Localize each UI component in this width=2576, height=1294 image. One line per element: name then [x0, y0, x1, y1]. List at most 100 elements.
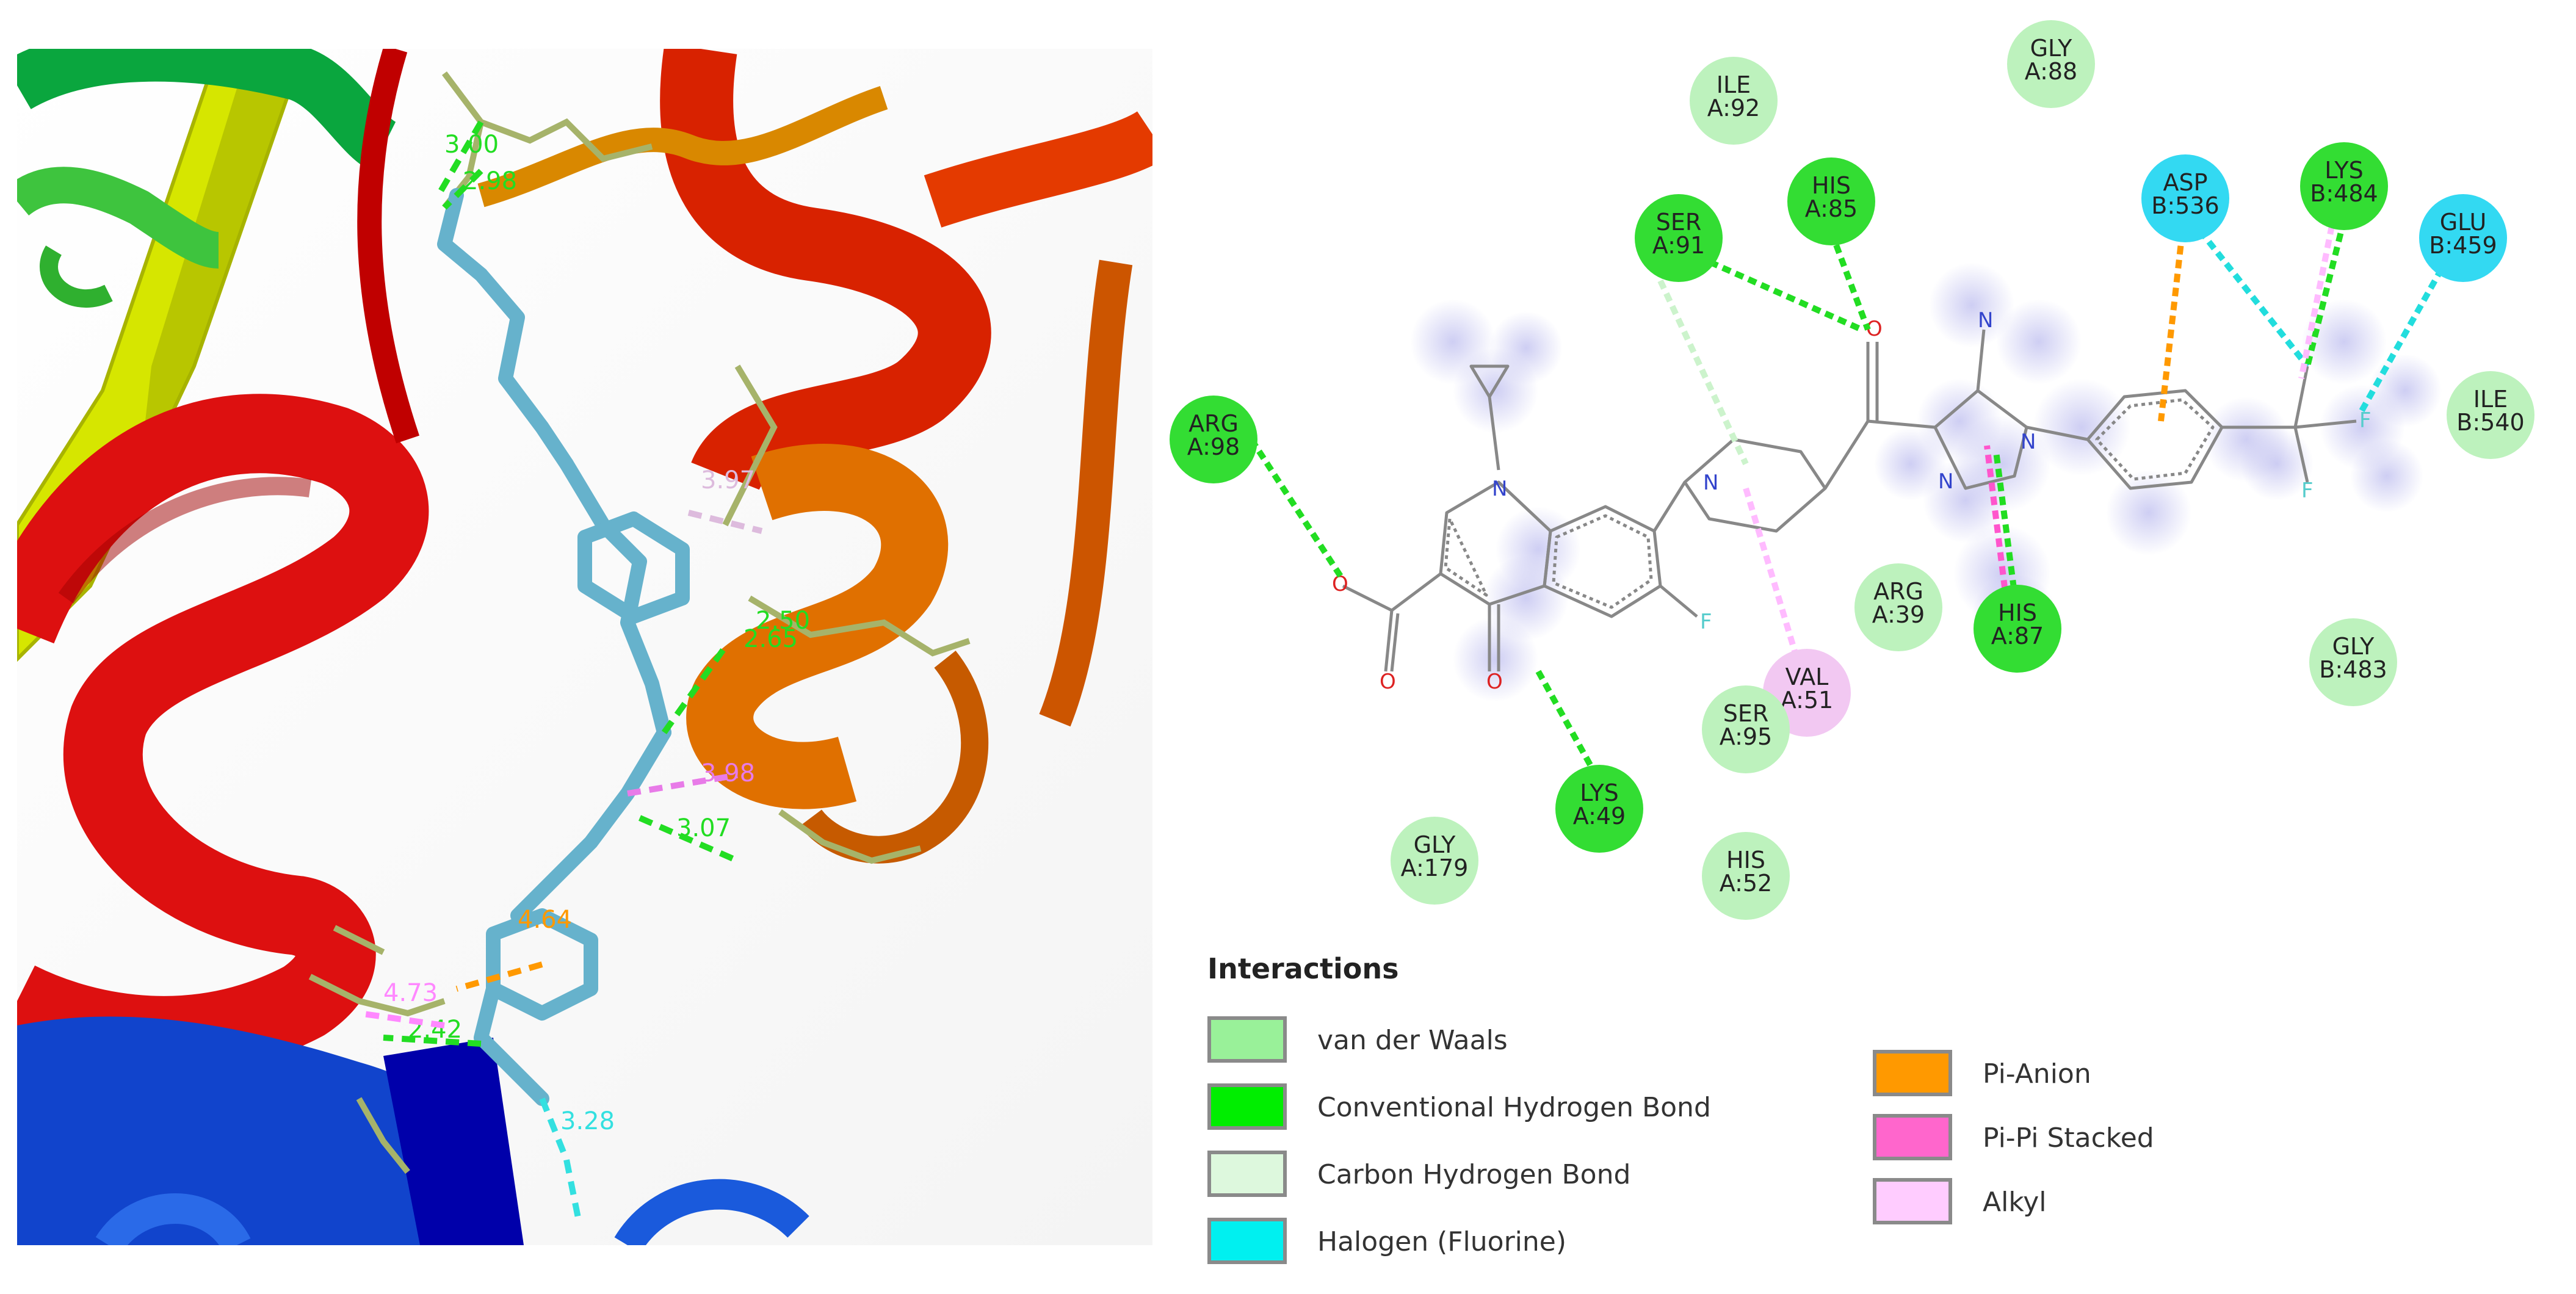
atom-label-n: N — [2021, 430, 2036, 454]
svg-text:B:536: B:536 — [2151, 192, 2219, 219]
residue-ile-b540: ILE B:540 — [2447, 371, 2534, 459]
legend-swatch — [1873, 1050, 1952, 1096]
svg-text:A:51: A:51 — [1781, 687, 1833, 714]
residue-gly-a179: GLY A:179 — [1391, 817, 1478, 905]
residue-his-a52: HIS A:52 — [1702, 832, 1790, 920]
blue-strand — [383, 1038, 524, 1245]
svg-text:B:483: B:483 — [2319, 656, 2387, 683]
distance-label: 2.50 — [756, 607, 810, 635]
distance-label: 4.64 — [518, 906, 572, 934]
residue-arg-a98: ARG A:98 — [1170, 396, 1257, 483]
pi-anion-line-asp-b536 — [2158, 231, 2185, 422]
distance-label: 4.73 — [383, 979, 438, 1007]
svg-text:LYS: LYS — [2325, 157, 2363, 184]
hbond-line-lys-a49 — [1535, 670, 1602, 783]
blue-loop-right — [614, 1179, 809, 1245]
orange-strand-top — [477, 86, 888, 208]
legend-label: Pi-Anion — [1983, 1058, 2091, 1090]
atom-label-n: N — [1978, 308, 1993, 333]
hbond-line-lys-b484 — [2304, 219, 2347, 367]
residue-asp-b536: ASP B:536 — [2141, 154, 2229, 242]
residue-sticks — [308, 71, 971, 1174]
svg-text:ARG: ARG — [1189, 410, 1239, 437]
svg-text:GLY: GLY — [2332, 633, 2375, 660]
orange-helix — [686, 444, 949, 809]
atom-label-f: F — [2301, 479, 2314, 503]
residue-his-a87: HIS A:87 — [1974, 585, 2061, 673]
interactions-legend: Interactions van der Waals Conventional … — [1207, 952, 2154, 1282]
svg-text:ILE: ILE — [1717, 71, 1751, 98]
legend-label: Pi-Pi Stacked — [1983, 1122, 2154, 1154]
ligand-sticks — [437, 188, 690, 1106]
alkyl-line-val-a51 — [1743, 487, 1804, 673]
svg-text:A:91: A:91 — [1652, 232, 1705, 259]
red-helix-right — [660, 49, 991, 493]
svg-text:GLY: GLY — [1414, 831, 1456, 858]
atom-label-n: N — [1492, 477, 1507, 501]
distance-labels: 3.00 2.98 3.97 2.50 2.65 3.98 3.07 4.64 … — [383, 131, 810, 1135]
svg-text:A:179: A:179 — [1401, 855, 1469, 881]
distance-label: 3.97 — [701, 466, 755, 494]
distance-label: 2.98 — [463, 167, 517, 195]
svg-text:A:49: A:49 — [1573, 803, 1626, 830]
legend-label: Alkyl — [1983, 1187, 2047, 1218]
svg-text:A:39: A:39 — [1872, 601, 1925, 628]
blue-ribbon — [17, 1016, 471, 1245]
atom-label-o: O — [1380, 670, 1396, 694]
residue-glu-b459: GLU B:459 — [2419, 194, 2507, 282]
legend-label: Conventional Hydrogen Bond — [1317, 1092, 1711, 1123]
svg-text:HIS: HIS — [1726, 847, 1765, 873]
halogen-line-asp-b536 — [2189, 217, 2310, 369]
svg-text:ILE: ILE — [2473, 386, 2508, 413]
svg-text:HIS: HIS — [1998, 599, 2037, 626]
residue-arg-a39: ARG A:39 — [1854, 563, 1942, 651]
legend-swatch — [1207, 1016, 1287, 1063]
svg-text:ASP: ASP — [2163, 169, 2207, 196]
orange-loop-right — [800, 650, 989, 864]
residue-gly-a88: GLY A:88 — [2007, 20, 2095, 108]
green-helix-top — [17, 49, 397, 172]
red-helix-left-inner — [58, 477, 312, 604]
docking-3d-view: 3.00 2.98 3.97 2.50 2.65 3.98 3.07 4.64 … — [17, 49, 1152, 1245]
residue-lys-a49: LYS A:49 — [1555, 765, 1643, 853]
svg-text:B:484: B:484 — [2310, 180, 2378, 207]
carbon-hbond-line-ser-a91 — [1657, 279, 1749, 466]
residue-discs: ILE A:92 GLY A:88 HIS A:85 SER A:91 ASP … — [1170, 20, 2534, 920]
alkyl-line-lys-b484 — [2298, 225, 2335, 379]
red-helix-left — [17, 394, 429, 1075]
residue-gly-b483: GLY B:483 — [2309, 618, 2397, 706]
svg-text:VAL: VAL — [1785, 663, 1829, 690]
legend-swatch — [1207, 1218, 1287, 1264]
svg-text:SER: SER — [1656, 209, 1702, 236]
svg-text:HIS: HIS — [1812, 172, 1851, 199]
hbond-line-his-a85 — [1828, 231, 1871, 331]
legend-swatch — [1873, 1178, 1952, 1224]
legend-swatch — [1207, 1151, 1287, 1197]
distance-label: 3.00 — [444, 131, 499, 159]
red-helix-right-top — [924, 110, 1152, 228]
svg-text:GLU: GLU — [2440, 209, 2487, 236]
atom-label-f: F — [2359, 408, 2372, 433]
red-strand-vertical — [357, 49, 419, 444]
svg-text:A:88: A:88 — [2025, 58, 2077, 85]
residue-his-a85: HIS A:85 — [1787, 157, 1875, 245]
green-helix-mid — [17, 167, 220, 269]
blue-loop-left — [95, 1193, 251, 1245]
residue-ser-a91: SER A:91 — [1635, 194, 1723, 282]
svg-text:A:95: A:95 — [1720, 723, 1772, 750]
green-loop — [40, 245, 113, 308]
legend-swatch — [1207, 1083, 1287, 1130]
svg-text:B:459: B:459 — [2429, 232, 2497, 259]
residue-lys-b484: LYS B:484 — [2300, 142, 2388, 230]
interaction-dashes-3d — [358, 120, 763, 1221]
legend-title: Interactions — [1207, 952, 1399, 985]
orange-strand-right — [1039, 259, 1133, 727]
svg-text:B:540: B:540 — [2456, 409, 2524, 436]
distance-label: 3.28 — [560, 1107, 615, 1135]
hbond-line-ser-a91 — [1695, 253, 1864, 333]
ligand-skeleton — [1342, 329, 2357, 672]
svg-text:A:87: A:87 — [1991, 623, 2044, 649]
hbond-line-arg-a98 — [1248, 438, 1346, 582]
yellow-sheet-shade — [139, 49, 304, 476]
residue-ile-a92: ILE A:92 — [1690, 57, 1778, 145]
